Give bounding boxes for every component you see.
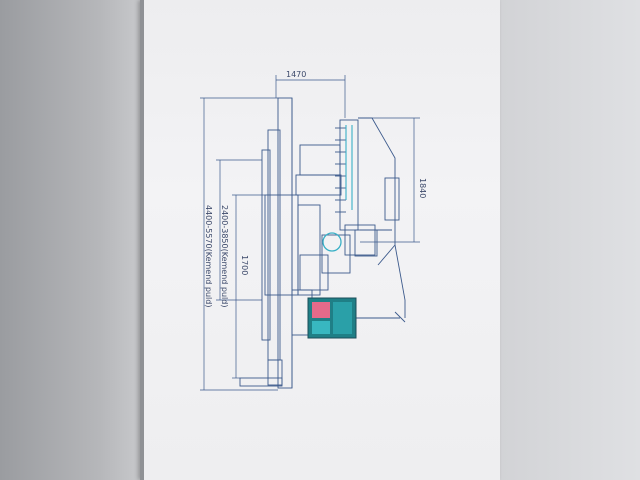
tool-magazine — [335, 119, 359, 231]
panel-buttons — [312, 321, 330, 334]
background-left — [0, 0, 142, 480]
machine-base — [239, 97, 293, 389]
tool-pockets — [345, 125, 353, 210]
dim-mid-vertical: 2400-3850(Kemend puld) — [220, 205, 229, 307]
machine-guard — [358, 117, 406, 318]
panel-arm — [355, 311, 406, 323]
dim-right-height: 1840 — [418, 178, 427, 198]
panel-screen — [312, 302, 330, 318]
panel-keypad — [333, 302, 352, 334]
dim-outer-vertical: 4400-5570(Kemend puld) — [204, 205, 213, 307]
dim-inner-vertical: 1700 — [240, 255, 249, 275]
spindle-head — [321, 224, 378, 274]
dimension-lines — [200, 75, 420, 391]
paper-edge — [140, 0, 144, 480]
dim-top-width: 1470 — [286, 70, 306, 79]
control-panel — [307, 297, 357, 339]
background-right — [500, 0, 640, 480]
